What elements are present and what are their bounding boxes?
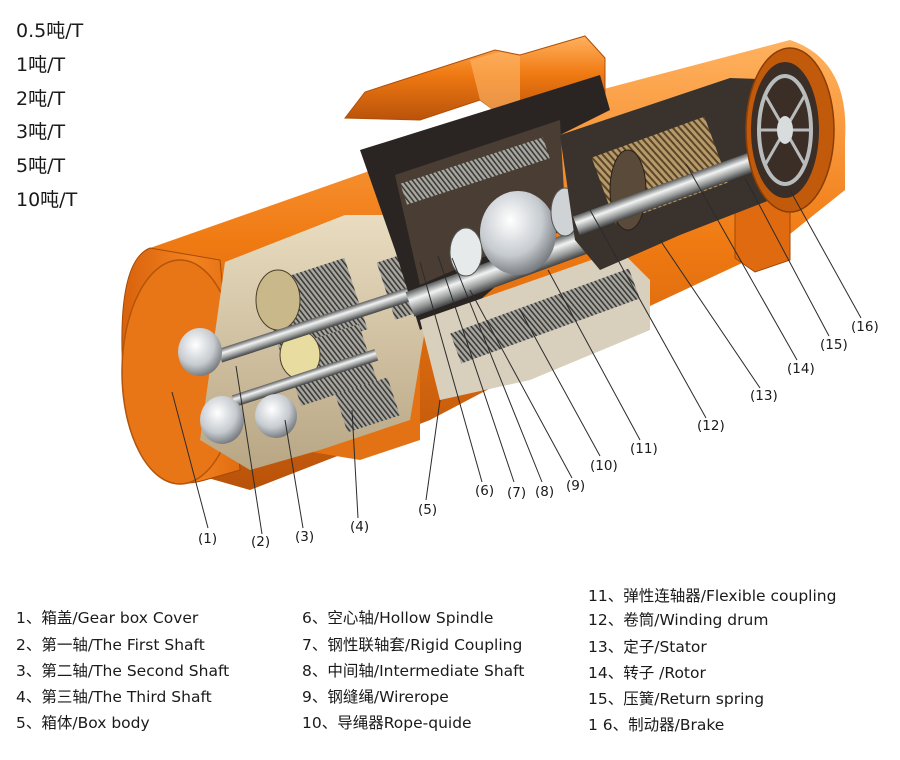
legend-item-6: 6、空心轴/Hollow Spindle xyxy=(302,609,494,627)
callout-numbers: (1) (2) (3) (4) (5) (6) (7) (8) (9) (10)… xyxy=(198,319,879,550)
legend-item-7: 7、钢性联轴套/Rigid Coupling xyxy=(302,636,523,654)
legend-item-1: 1、箱盖/Gear box Cover xyxy=(16,609,199,627)
callout-14: (14) xyxy=(787,361,815,377)
callout-12: (12) xyxy=(697,418,725,434)
capacity-10t: 10吨/T xyxy=(16,189,78,211)
leader-lines xyxy=(171,163,862,535)
legend-item-5: 5、箱体/Box body xyxy=(16,714,150,732)
callout-6: (6) xyxy=(475,483,494,499)
callout-11: (11) xyxy=(630,441,658,457)
callout-10: (10) xyxy=(590,458,618,474)
callout-3: (3) xyxy=(295,529,314,545)
callout-2: (2) xyxy=(251,534,270,550)
legend-item-10: 10、导绳器Rope-quide xyxy=(302,714,472,732)
capacity-3t: 3吨/T xyxy=(16,121,66,143)
callout-15: (15) xyxy=(820,337,848,353)
callout-7: (7) xyxy=(507,485,526,501)
brake-end xyxy=(745,47,835,213)
capacity-1t: 1吨/T xyxy=(16,54,66,76)
legend-item-13: 13、定子/Stator xyxy=(588,638,707,656)
callout-1: (1) xyxy=(198,531,217,547)
legend-item-2: 2、第一轴/The First Shaft xyxy=(16,636,205,654)
legend-item-11: 11、弹性连轴器/Flexible coupling xyxy=(588,587,837,605)
callout-13: (13) xyxy=(750,388,778,404)
motor-section xyxy=(560,78,800,270)
legend-item-14: 14、转子 /Rotor xyxy=(588,664,706,682)
capacity-5t: 5吨/T xyxy=(16,155,66,177)
callout-5: (5) xyxy=(418,502,437,518)
legend-item-16: 1 6、制动器/Brake xyxy=(588,716,725,734)
legend-item-15: 15、压簧/Return spring xyxy=(588,690,765,708)
capacity-2t: 2吨/T xyxy=(16,88,66,110)
capacity-0.5t: 0.5吨/T xyxy=(16,20,84,42)
legend-item-8: 8、中间轴/Intermediate Shaft xyxy=(302,662,525,680)
legend-item-9: 9、钢缝绳/Wirerope xyxy=(302,688,449,706)
legend-item-12: 12、卷筒/Winding drum xyxy=(588,611,769,629)
legend-item-4: 4、第三轴/The Third Shaft xyxy=(16,688,212,706)
callout-16: (16) xyxy=(851,319,879,335)
callout-8: (8) xyxy=(535,484,554,500)
legend-item-3: 3、第二轴/The Second Shaft xyxy=(16,662,230,680)
callout-9: (9) xyxy=(566,478,585,494)
callout-4: (4) xyxy=(350,519,369,535)
